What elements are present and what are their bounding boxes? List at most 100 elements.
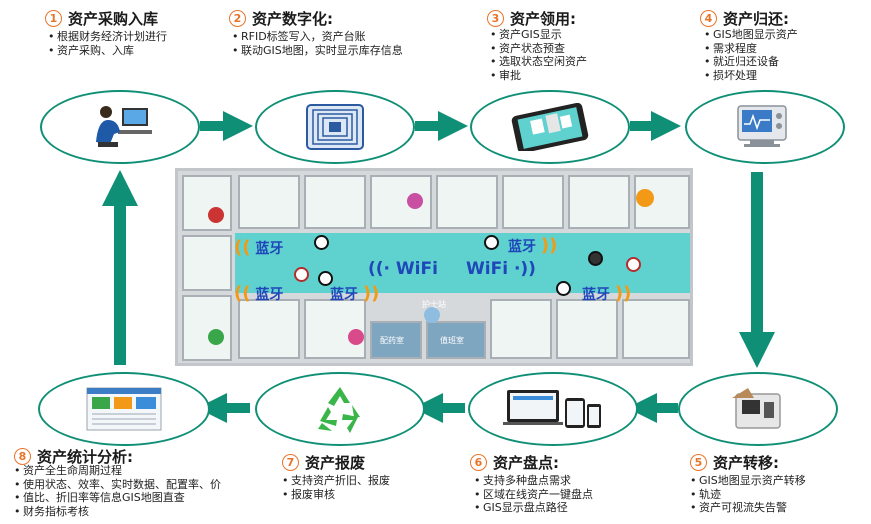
asset-tag-black-3 [318, 271, 333, 286]
step-5-number: 5 [690, 454, 707, 471]
analyzer-machine-icon [732, 388, 781, 429]
room-label-dispensary: 配药室 [380, 336, 404, 345]
room-bottom-6 [556, 299, 618, 359]
medical-cart-icon [208, 207, 224, 223]
step-4-number: 4 [700, 10, 717, 27]
step-1-node [40, 90, 200, 164]
step-4-bullet-4: 损坏处理 [704, 69, 798, 83]
asset-tag-black-2 [484, 235, 499, 250]
room-bottom-1 [238, 299, 300, 359]
multi-device-dashboard-icon [503, 390, 601, 428]
room-left-2 [182, 235, 232, 291]
step-8-bullet-4: 财务指标考核 [14, 505, 221, 519]
step-8-bullet-2: 使用状态、效率、实时数据、配置率、价 [14, 478, 221, 492]
step-1-bullet-1: 根据财务经济计划进行 [48, 30, 167, 44]
step-7-number: 7 [282, 454, 299, 471]
step-4-title-text: 资产归还: [723, 10, 789, 28]
bluetooth-2-signal-icon: )) [540, 235, 558, 256]
bluetooth-5-signal-icon: )) [614, 283, 632, 304]
asset-tag-red-1 [294, 267, 309, 282]
step-7-bullet-1: 支持资产折旧、报废 [282, 474, 390, 488]
step-2-bullets: RFID标签写入，资产台账 联动GIS地图，实时显示库存信息 [232, 30, 403, 57]
step-8-number: 8 [14, 448, 31, 465]
step-4-bullets: GIS地图显示资产 需求程度 就近归还设备 损坏处理 [704, 28, 798, 82]
wifi-right-label: WiFi [466, 259, 509, 279]
corridor [235, 233, 690, 293]
room-bottom-4 [426, 321, 486, 359]
step-5-bullets: GIS地图显示资产转移 轨迹 资产可视流失告警 [690, 474, 806, 515]
wifi-left-label: WiFi [395, 259, 438, 279]
step-7-bullets: 支持资产折旧、报废 报废审核 [282, 474, 390, 501]
rfid-tag-icon [306, 104, 364, 150]
room-top-1 [238, 175, 300, 229]
step-1-bullets: 根据财务经济计划进行 资产采购、入库 [48, 30, 167, 57]
bed-icon [636, 189, 654, 207]
step-5-title-text: 资产转移: [713, 454, 779, 472]
step-6-bullet-3: GIS显示盘点路径 [474, 501, 593, 515]
step-7-title-text: 资产报废 [305, 454, 366, 472]
step-3-node [470, 90, 630, 164]
step-8-bullets: 资产全生命周期过程 使用状态、效率、实时数据、配置率、价 值比、折旧率等信息GI… [14, 464, 221, 518]
floor-plan: 护士站 配药室 值班室 ((· WiFi WiFi ·)) (( 蓝牙 蓝牙 )… [175, 168, 693, 366]
recycle-icon [318, 387, 360, 433]
yen-icon [348, 329, 364, 345]
asset-tag-black-1 [314, 235, 329, 250]
step-8-bullet-3: 值比、折旧率等信息GIS地图直查 [14, 491, 221, 505]
bluetooth-1-signal-icon: (( [234, 237, 251, 258]
step-5-node [678, 372, 838, 446]
operator-at-computer-icon [96, 106, 152, 147]
wifi-right: WiFi ·)) [466, 259, 536, 279]
step-7-title: 7 资产报废 [282, 452, 365, 473]
step-4-title: 4 资产归还: [700, 8, 789, 29]
step-3-bullet-3: 选取状态空闲资产 [490, 55, 587, 69]
step-6-title: 6 资产盘点: [470, 452, 559, 473]
step-8-title-text: 资产统计分析: [37, 448, 133, 466]
step-1-number: 1 [45, 10, 62, 27]
wifi-left-waves-icon: ((· [368, 259, 390, 279]
step-5-bullet-2: 轨迹 [690, 488, 806, 502]
step-1-title: 1 资产采购入库 [45, 8, 158, 29]
room-top-2 [304, 175, 366, 229]
medical-device-icon [737, 105, 787, 147]
room-left-3 [182, 295, 232, 361]
bluetooth-4: 蓝牙 )) [330, 283, 379, 304]
analytics-dashboard-icon [86, 387, 162, 431]
room-top-6 [568, 175, 630, 229]
step-3-bullet-2: 资产状态预查 [490, 42, 587, 56]
wifi-left: ((· WiFi [368, 259, 438, 279]
step-2-bullet-1: RFID标签写入，资产台账 [232, 30, 403, 44]
step-6-bullet-1: 支持多种盘点需求 [474, 474, 593, 488]
room-left-1 [182, 175, 232, 231]
step-3-title: 3 资产领用: [487, 8, 576, 29]
bluetooth-4-signal-icon: )) [362, 283, 380, 304]
room-bottom-7 [622, 299, 690, 359]
step-6-bullets: 支持多种盘点需求 区域在线资产一键盘点 GIS显示盘点路径 [474, 474, 593, 515]
step-4-node [685, 90, 845, 164]
bluetooth-4-label: 蓝牙 [330, 287, 358, 303]
step-7-node [255, 372, 425, 446]
smartphone-map-icon [511, 103, 589, 151]
step-1-bullet-2: 资产采购、入库 [48, 44, 167, 58]
step-2-number: 2 [229, 10, 246, 27]
asset-tag-black-5 [588, 251, 603, 266]
step-8-bullet-1: 资产全生命周期过程 [14, 464, 221, 478]
room-top-5 [502, 175, 564, 229]
step-5-bullet-3: 资产可视流失告警 [690, 501, 806, 515]
step-4-bullet-3: 就近归还设备 [704, 55, 798, 69]
bluetooth-1-label: 蓝牙 [255, 241, 284, 257]
asset-tag-red-2 [626, 257, 641, 272]
asset-tag-black-4 [556, 281, 571, 296]
bluetooth-3-signal-icon: (( [234, 283, 251, 304]
room-bottom-5 [490, 299, 552, 359]
bluetooth-3-label: 蓝牙 [255, 287, 284, 303]
bluetooth-2: 蓝牙 )) [508, 235, 557, 256]
step-2-bullet-2: 联动GIS地图，实时显示库存信息 [232, 44, 403, 58]
step-6-bullet-2: 区域在线资产一键盘点 [474, 488, 593, 502]
step-6-number: 6 [470, 454, 487, 471]
room-label-duty-room: 值班室 [440, 336, 464, 345]
step-2-title: 2 资产数字化: [229, 8, 333, 29]
step-2-node [255, 90, 415, 164]
step-3-title-text: 资产领用: [510, 10, 576, 28]
room-label-nurse-station: 护士站 [422, 300, 446, 309]
